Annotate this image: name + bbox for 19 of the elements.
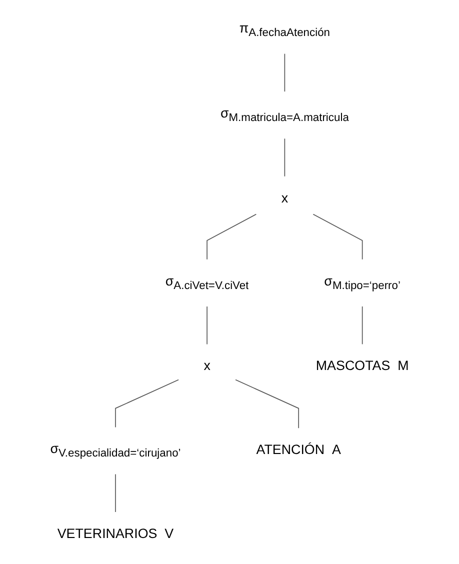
node-text: x — [281, 191, 288, 206]
node-text: π$_{A.fechaAtención}$ — [239, 22, 330, 39]
connector — [115, 379, 179, 428]
connector — [312, 214, 363, 260]
node-text: VETERINARIOS V — [57, 527, 174, 542]
node-text: ATENCIÓN A — [256, 443, 341, 458]
connector — [284, 138, 286, 177]
node-text: σ$_{V.especialidad=‘cirujano’}$ — [50, 442, 181, 460]
connector — [362, 306, 363, 345]
node-text: σ$_{A.ciVet=V.ciVet}$ — [165, 274, 249, 292]
connector — [206, 214, 257, 260]
node-text: x — [204, 359, 210, 374]
connector — [284, 53, 286, 92]
connector — [206, 306, 208, 345]
node-text: σ$_{M.matricula=A.matricula}$ — [220, 106, 349, 124]
node-text: MASCOTAS M — [316, 359, 409, 374]
connector — [235, 379, 300, 429]
connector — [115, 474, 116, 512]
node-text: σ$_{M.tipo=‘perro’}$ — [324, 274, 400, 292]
